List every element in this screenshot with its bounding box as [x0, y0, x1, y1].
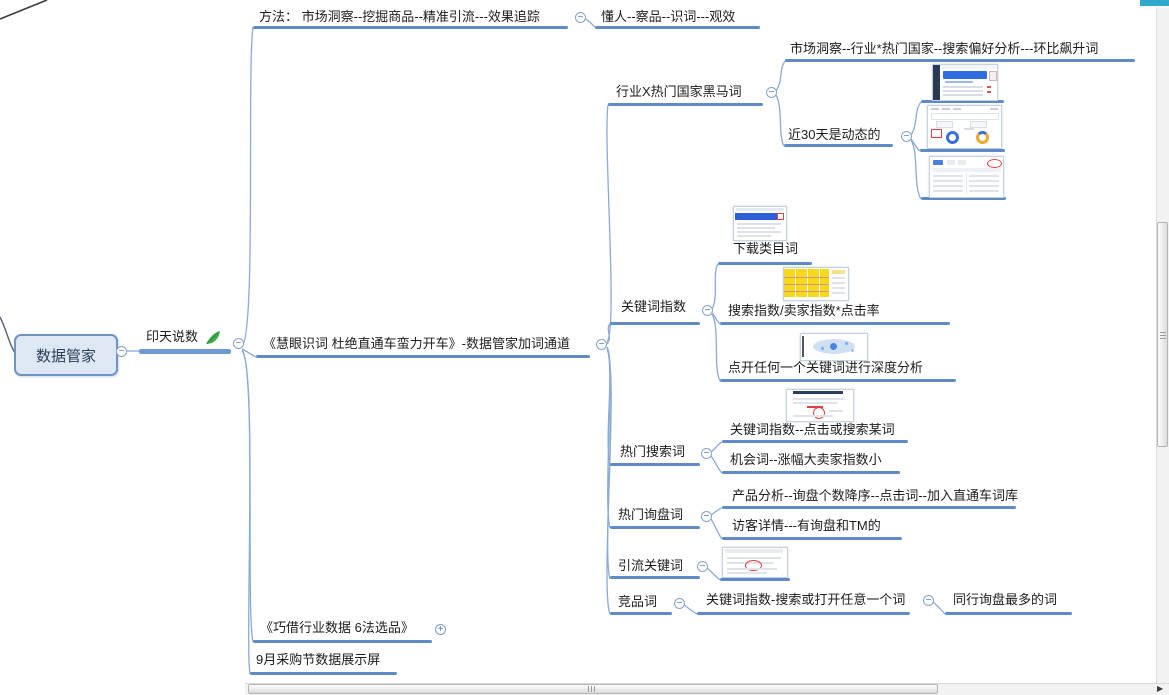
window-edge-strip	[1140, 0, 1169, 6]
horizontal-scrollbar-thumb[interactable]	[248, 684, 938, 694]
collapse-button-heima[interactable]: −	[766, 87, 777, 98]
screenshot-thumbnail-dashboard[interactable]	[932, 64, 998, 101]
topic-underline	[610, 322, 700, 325]
screenshot-thumbnail-table[interactable]	[929, 156, 1004, 198]
screenshot-thumbnail-yellow-table[interactable]	[783, 267, 849, 301]
collapse-button-method[interactable]: −	[575, 12, 586, 23]
topic-underline	[720, 578, 790, 581]
topic-underline	[921, 100, 1004, 103]
topic-method[interactable]: 方法： 市场洞察--挖掘商品--精准引流---效果追踪	[259, 9, 540, 24]
topic-september-screen[interactable]: 9月采购节数据展示屏	[256, 652, 381, 667]
topic-heima[interactable]: 行业X热门国家黑马词	[616, 84, 742, 99]
collapse-button-yintianshuoshu[interactable]: −	[233, 338, 244, 349]
collapse-button-hot-search[interactable]: −	[701, 448, 712, 459]
topic-underline	[921, 197, 1006, 200]
topic-underline	[920, 149, 1005, 152]
topic-opportunity[interactable]: 机会词--涨幅大卖家指数小	[730, 452, 882, 467]
topic-underline	[139, 349, 231, 354]
topic-underline	[720, 322, 950, 325]
topic-underline	[610, 526, 700, 529]
topic-underline	[595, 26, 760, 29]
leaf-icon	[206, 331, 220, 344]
collapse-button-hot-inquiry[interactable]: −	[701, 511, 712, 522]
topic-principle[interactable]: 懂人--察品--识词---观效	[601, 9, 736, 24]
topic-traffic-keywords[interactable]: 引流关键词	[618, 558, 684, 573]
topic-underline	[720, 379, 956, 382]
screenshot-thumbnail-annotated-doc[interactable]	[786, 389, 854, 422]
topic-huiyan[interactable]: 《慧眼识词 杜绝直通车蛮力开车》-数据管家加词通道	[263, 336, 570, 351]
topic-underline	[722, 440, 908, 443]
collapse-button-jin30[interactable]: −	[901, 131, 912, 142]
collapse-button-competitor[interactable]: −	[674, 598, 685, 609]
scrollbar-grip	[588, 686, 600, 692]
expand-button-qiaojie[interactable]: +	[435, 624, 446, 635]
collapse-button-search-open[interactable]: −	[923, 595, 934, 606]
screenshot-thumbnail-bubble-chart[interactable]	[800, 333, 868, 361]
topic-underline	[250, 672, 397, 675]
topic-underline	[785, 59, 1135, 62]
topic-qiaojie[interactable]: 《巧借行业数据 6法选品》	[260, 620, 414, 635]
topic-underline	[610, 463, 700, 466]
collapse-button-kw-index[interactable]: −	[702, 305, 713, 316]
topic-underline	[722, 537, 902, 540]
topic-underline	[697, 612, 910, 615]
topic-download[interactable]: 下载类目词	[733, 241, 799, 256]
topic-kw-index[interactable]: 关键词指数	[621, 299, 687, 314]
topic-hot-inquiry[interactable]: 热门询盘词	[618, 507, 684, 522]
topic-deep-analysis[interactable]: 点开任何一个关键词进行深度分析	[728, 360, 924, 375]
topic-underline	[253, 640, 432, 643]
topic-formula[interactable]: 搜索指数/卖家指数*点击率	[728, 303, 880, 318]
topic-click-or-search[interactable]: 关键词指数--点击或搜索某词	[730, 422, 895, 437]
collapse-button-traffic-keywords[interactable]: −	[697, 561, 708, 572]
topic-underline	[722, 506, 1016, 509]
topic-hot-search[interactable]: 热门搜索词	[620, 444, 686, 459]
topic-underline	[608, 103, 763, 106]
topic-underline	[253, 26, 568, 29]
root-topic-label: 数据管家	[35, 347, 96, 365]
topic-underline	[945, 612, 1072, 615]
topic-yintianshuoshu[interactable]: 印天说数	[146, 329, 199, 344]
screenshot-thumbnail-donut-charts[interactable]	[927, 105, 1002, 149]
collapse-button-root[interactable]: −	[116, 346, 127, 357]
screenshot-thumbnail-traffic-doc[interactable]	[722, 547, 788, 578]
topic-underline	[718, 262, 812, 265]
collapse-button-huiyan[interactable]: −	[596, 339, 607, 350]
topic-underline	[256, 355, 590, 358]
vertical-scrollbar-thumb[interactable]	[1157, 222, 1168, 447]
topic-underline	[610, 576, 700, 579]
topic-shichang[interactable]: 市场洞察--行业*热门国家--搜索偏好分析---环比飙升词	[790, 41, 1099, 56]
scroll-right-arrow[interactable]: ▶	[1157, 684, 1164, 693]
topic-competitor[interactable]: 竞品词	[618, 594, 658, 609]
topic-product-analysis[interactable]: 产品分析--询盘个数降序--点击词--加入直通车词库	[732, 488, 1018, 503]
topic-underline	[784, 144, 893, 147]
topic-peer-inquiry[interactable]: 同行询盘最多的词	[953, 592, 1058, 607]
topic-jin30[interactable]: 近30天是动态的	[788, 127, 881, 142]
topic-underline	[722, 471, 900, 474]
root-topic[interactable]: 数据管家	[14, 334, 118, 376]
topic-underline	[610, 612, 672, 615]
topic-search-open[interactable]: 关键词指数-搜索或打开任意一个词	[706, 592, 906, 607]
topic-visitor-detail[interactable]: 访客详情---有询盘和TM的	[732, 518, 881, 533]
screenshot-thumbnail-category-download[interactable]	[733, 206, 787, 241]
scrollbar-grip	[1160, 332, 1166, 339]
